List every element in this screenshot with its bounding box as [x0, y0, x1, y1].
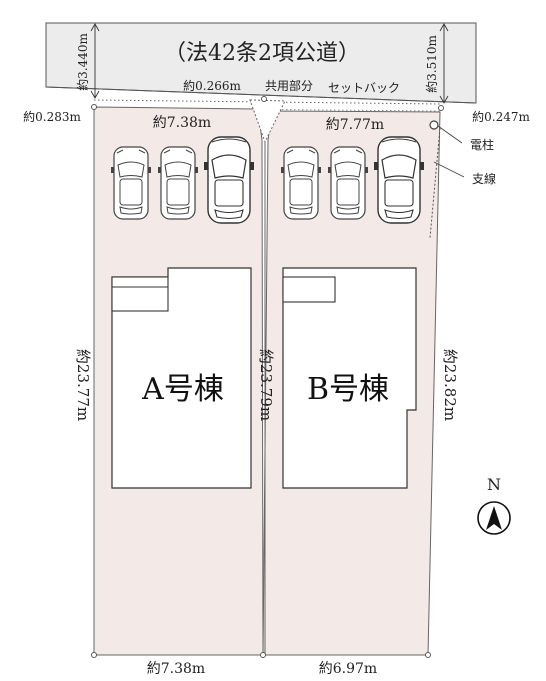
- north-compass: [477, 501, 511, 535]
- road-width-right-label: 約3.510m: [424, 35, 439, 93]
- corner-marker: [91, 104, 97, 110]
- lot-b-front-width-label: 約7.77m: [326, 117, 384, 133]
- car-icon: [327, 146, 369, 220]
- road-edge: [45, 86, 477, 104]
- road-width-right-dim: [439, 23, 449, 104]
- road-width-left-dim: [90, 23, 100, 99]
- shared-portion-label: 共用部分: [265, 78, 313, 93]
- car-icon: [203, 136, 255, 224]
- car-icon: [373, 136, 425, 224]
- utility-pole-icon: [429, 120, 439, 130]
- utility-pole-label: 電柱: [470, 137, 494, 152]
- shared-portion: [249, 99, 286, 144]
- lot-a-front-width-label: 約7.38m: [153, 115, 211, 131]
- car-icon: [280, 146, 322, 220]
- lot-a-depth-left-label: 約23.77m: [74, 349, 92, 421]
- lot-a-rear-width-label: 約7.38m: [147, 661, 205, 677]
- building-b: [282, 267, 417, 489]
- lot-a-depth-middle-label: 約23.79m: [257, 349, 275, 421]
- building-b-label: B号棟: [307, 372, 389, 407]
- corner-marker: [438, 105, 444, 111]
- corner-marker: [260, 652, 266, 658]
- corner-marker: [91, 652, 97, 658]
- car-icon: [157, 146, 199, 220]
- shared-width-label: 約0.266m: [183, 78, 241, 93]
- lot-b-depth-right-label: 約23.82m: [441, 349, 459, 421]
- building-a: [111, 267, 252, 489]
- building-a-label: A号棟: [141, 372, 224, 407]
- setback-label: セットバック: [328, 81, 400, 95]
- compass-north-label: N: [487, 475, 501, 494]
- guy-wire-line: [429, 127, 441, 239]
- setback-right-offset-label: 約0.247m: [472, 109, 530, 124]
- guy-wire-label: 支線: [472, 171, 496, 186]
- corner-marker: [261, 96, 267, 102]
- road-width-left-label: 約3.440m: [75, 33, 90, 91]
- setback-left-offset-label: 約0.283m: [23, 109, 81, 124]
- lot-b-rear-width-label: 約6.97m: [319, 661, 377, 677]
- car-icon: [110, 146, 152, 220]
- corner-marker: [425, 652, 431, 658]
- road-label: （法42条2項公道）: [164, 41, 360, 66]
